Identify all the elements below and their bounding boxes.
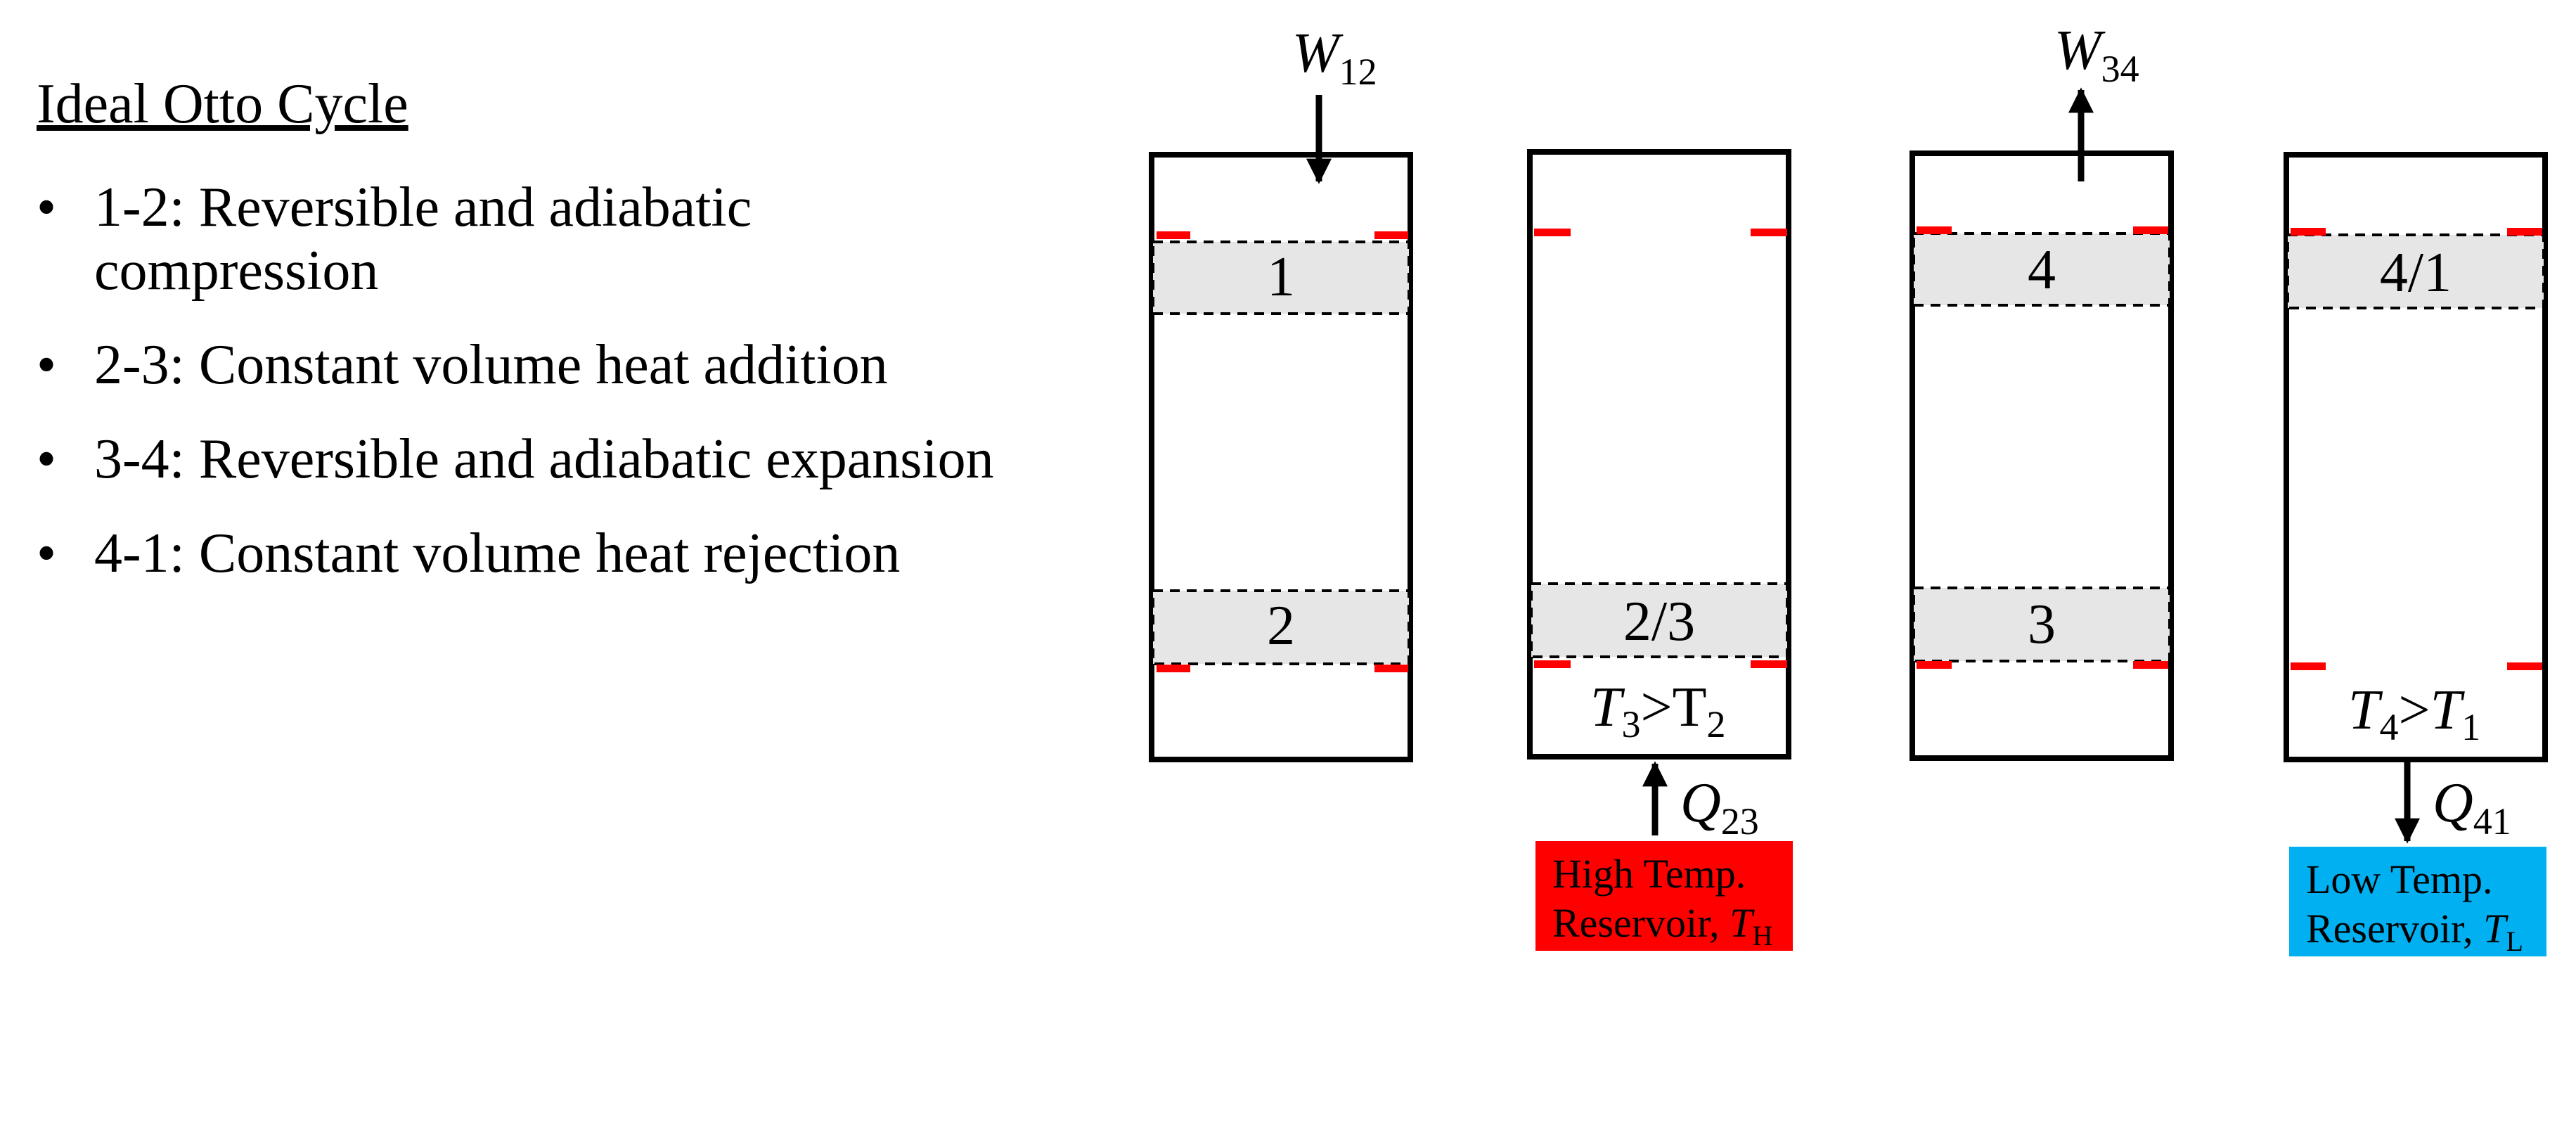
high-temp-reservoir bbox=[1535, 841, 1793, 951]
temp-relation-t4-t1: T4>T1 bbox=[2348, 679, 2480, 748]
cylinder-wall bbox=[1910, 150, 2174, 761]
stop-marker bbox=[1917, 661, 1952, 669]
piston-state-3 bbox=[1912, 587, 2171, 662]
temp-relation-t3-t2: T3>T2 bbox=[1590, 677, 1726, 745]
stop-marker bbox=[1751, 229, 1787, 236]
work-label-w12: W12 bbox=[1292, 23, 1377, 93]
bullet-dot: • bbox=[37, 428, 57, 490]
list-item: • 4-1: Constant volume heat rejection bbox=[37, 522, 1035, 585]
bullet-dot: • bbox=[37, 177, 57, 238]
stop-marker bbox=[2507, 662, 2542, 670]
bullet-dot: • bbox=[37, 523, 57, 584]
stop-marker bbox=[2291, 662, 2326, 670]
cylinder-2: 2/3 T3>T2 Q23 High Temp. Reservoir, TH bbox=[1527, 149, 1793, 951]
state-label-1: 1 bbox=[1267, 246, 1295, 308]
cylinder-wall bbox=[1527, 149, 1791, 760]
stop-marker bbox=[2291, 228, 2326, 236]
high-reservoir-line2: Reservoir, TH bbox=[1552, 900, 1772, 951]
stop-marker bbox=[1157, 665, 1190, 672]
low-temp-reservoir bbox=[2289, 847, 2546, 956]
bullet-dot: • bbox=[37, 334, 57, 396]
page-title: Ideal Otto Cycle bbox=[37, 73, 408, 135]
stop-marker bbox=[1534, 660, 1571, 668]
heat-label-q41: Q41 bbox=[2433, 772, 2511, 842]
work-label-w34: W34 bbox=[2054, 20, 2139, 90]
process-list: • 1-2: Reversible and adiabatic compressi… bbox=[37, 176, 1035, 616]
list-item: • 1-2: Reversible and adiabatic compressi… bbox=[37, 176, 1035, 302]
low-reservoir-line2: Reservoir, TL bbox=[2306, 906, 2523, 957]
piston-state-4-1 bbox=[2286, 233, 2545, 309]
state-label-3: 3 bbox=[2028, 594, 2056, 655]
piston-state-1 bbox=[1152, 241, 1410, 315]
list-item: • 3-4: Reversible and adiabatic expansion bbox=[37, 428, 1035, 491]
piston-state-4 bbox=[1912, 232, 2171, 307]
cylinder-wall bbox=[1149, 152, 1413, 762]
process-3-4-text: 3-4: Reversible and adiabatic expansion bbox=[94, 428, 994, 490]
stop-marker bbox=[2133, 661, 2168, 669]
stop-marker bbox=[1751, 660, 1787, 668]
stop-marker bbox=[2133, 226, 2168, 234]
high-reservoir-line1: High Temp. bbox=[1552, 851, 1746, 897]
piston-state-2 bbox=[1152, 589, 1410, 665]
cylinder-wall bbox=[2284, 152, 2548, 762]
stop-marker bbox=[1374, 231, 1408, 239]
stop-marker bbox=[1917, 226, 1952, 234]
process-1-2-text: 1-2: Reversible and adiabatic compressio… bbox=[94, 177, 752, 302]
cylinder-4: 4/1 T4>T1 Q41 Low Temp. Reservoir, TL bbox=[2284, 152, 2548, 957]
state-label-2-3: 2/3 bbox=[1623, 591, 1695, 653]
process-4-1-text: 4-1: Constant volume heat rejection bbox=[94, 523, 901, 584]
stop-marker bbox=[2507, 228, 2542, 236]
piston-state-2-3 bbox=[1530, 582, 1789, 658]
cylinder-3: 4 3 W34 bbox=[1910, 20, 2174, 761]
stop-marker bbox=[1374, 665, 1408, 672]
state-label-4: 4 bbox=[2028, 239, 2056, 301]
list-item: • 2-3: Constant volume heat addition bbox=[37, 333, 1035, 397]
state-label-4-1: 4/1 bbox=[2380, 242, 2452, 304]
low-reservoir-line1: Low Temp. bbox=[2306, 857, 2493, 902]
process-2-3-text: 2-3: Constant volume heat addition bbox=[94, 334, 888, 396]
heat-label-q23: Q23 bbox=[1680, 772, 1759, 842]
stop-marker bbox=[1534, 229, 1571, 236]
stop-marker bbox=[1157, 231, 1190, 239]
cylinder-1: 1 2 W12 bbox=[1149, 23, 1413, 762]
state-label-2: 2 bbox=[1267, 595, 1295, 657]
